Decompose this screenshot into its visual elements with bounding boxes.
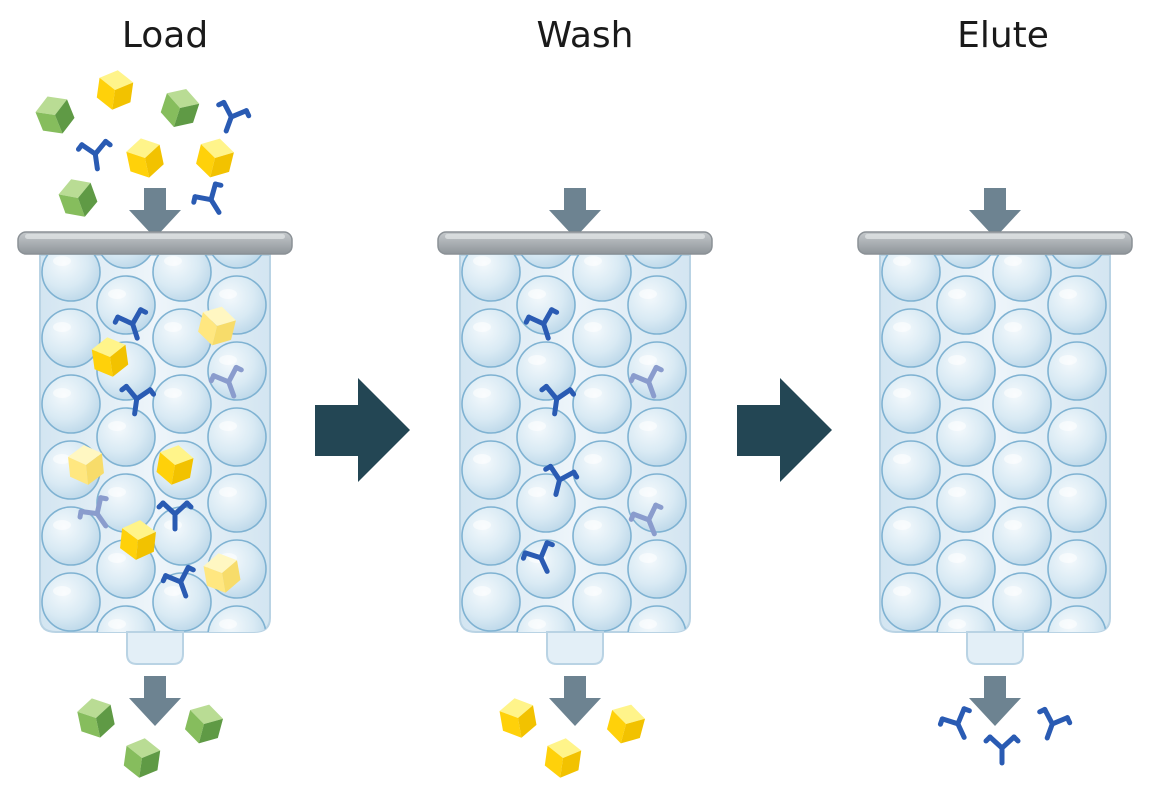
resin-beads [881, 255, 1107, 697]
cube-icon [182, 700, 226, 748]
bead-icon [96, 255, 156, 269]
step-title-wash: Wash [537, 15, 634, 56]
cube-icon [157, 83, 203, 133]
bead-icon [516, 255, 576, 269]
process-arrow-icon [737, 378, 832, 482]
bead-icon [1047, 275, 1107, 335]
antibody-icon [1032, 708, 1071, 743]
bead-icon [572, 308, 632, 368]
bead-icon [96, 275, 156, 335]
bead-icon [992, 308, 1052, 368]
bead-icon [41, 572, 101, 632]
bead-icon [572, 374, 632, 434]
bead-icon [881, 572, 941, 632]
bead-icon [936, 407, 996, 467]
cube-icon [31, 90, 79, 140]
bead-icon [207, 605, 267, 632]
bead-icon [152, 374, 212, 434]
process-arrow-icon [315, 378, 410, 482]
bead-icon [1047, 539, 1107, 599]
column-outlet [126, 631, 184, 665]
bead-icon [461, 374, 521, 434]
bead-icon [992, 374, 1052, 434]
bead-icon [516, 407, 576, 467]
bead-icon [1047, 255, 1107, 269]
bead-icon [992, 572, 1052, 632]
column-wash [437, 188, 713, 726]
cube-icon [75, 694, 117, 742]
antibody-icon [939, 707, 979, 744]
antibody-icon [211, 101, 250, 136]
bead-icon [1047, 473, 1107, 533]
flow-arrow-icon [549, 676, 601, 726]
bead-icon [152, 506, 212, 566]
cube-icon [95, 67, 135, 113]
bead-icon [41, 308, 101, 368]
antibody-icon [78, 141, 113, 171]
bead-icon [936, 255, 996, 269]
cube-icon [122, 735, 162, 781]
bead-icon [936, 473, 996, 533]
bead-icon [461, 308, 521, 368]
bead-icon [41, 374, 101, 434]
cube-icon [497, 695, 539, 741]
bead-icon [881, 308, 941, 368]
step-title-elute: Elute [957, 15, 1049, 56]
resin-beads [41, 255, 267, 697]
bead-icon [627, 255, 687, 269]
bead-icon [1047, 341, 1107, 401]
bead-icon [881, 440, 941, 500]
cube-icon [543, 735, 583, 781]
bead-icon [207, 407, 267, 467]
bead-icon [207, 255, 267, 269]
bead-icon [992, 506, 1052, 566]
bead-icon [627, 605, 687, 632]
bead-icon [1047, 407, 1107, 467]
bead-icon [572, 506, 632, 566]
bead-icon [461, 440, 521, 500]
flow-arrow-icon [129, 676, 181, 726]
step-title-load: Load [122, 15, 208, 56]
cube-icon [124, 134, 166, 182]
bead-icon [42, 639, 100, 697]
bead-icon [207, 473, 267, 533]
bead-icon [572, 572, 632, 632]
bead-icon [41, 506, 101, 566]
column-elute [857, 188, 1133, 726]
flow-arrow-icon [549, 188, 601, 238]
bead-icon [516, 473, 576, 533]
bead-icon [936, 341, 996, 401]
cube-icon [193, 134, 237, 182]
bead-icon [462, 639, 520, 697]
antibody-icon [986, 737, 1018, 763]
flow-arrow-icon [969, 188, 1021, 238]
flow-arrow-icon [969, 676, 1021, 726]
bead-icon [627, 275, 687, 335]
antibody-icon [192, 182, 233, 221]
bead-icon [461, 506, 521, 566]
column-outlet [966, 631, 1024, 665]
flow-arrow-icon [129, 188, 181, 238]
cube-icon [55, 173, 101, 223]
bead-icon [627, 539, 687, 599]
bead-icon [881, 374, 941, 434]
bead-icon [1047, 605, 1107, 632]
bead-icon [627, 407, 687, 467]
bead-icon [992, 440, 1052, 500]
bead-icon [936, 539, 996, 599]
column-load [17, 188, 293, 726]
bead-icon [572, 440, 632, 500]
cube-icon [604, 700, 648, 748]
bead-icon [96, 407, 156, 467]
bead-icon [882, 639, 940, 697]
column-outlet [546, 631, 604, 665]
bead-icon [461, 572, 521, 632]
bead-icon [936, 275, 996, 335]
bead-icon [881, 506, 941, 566]
